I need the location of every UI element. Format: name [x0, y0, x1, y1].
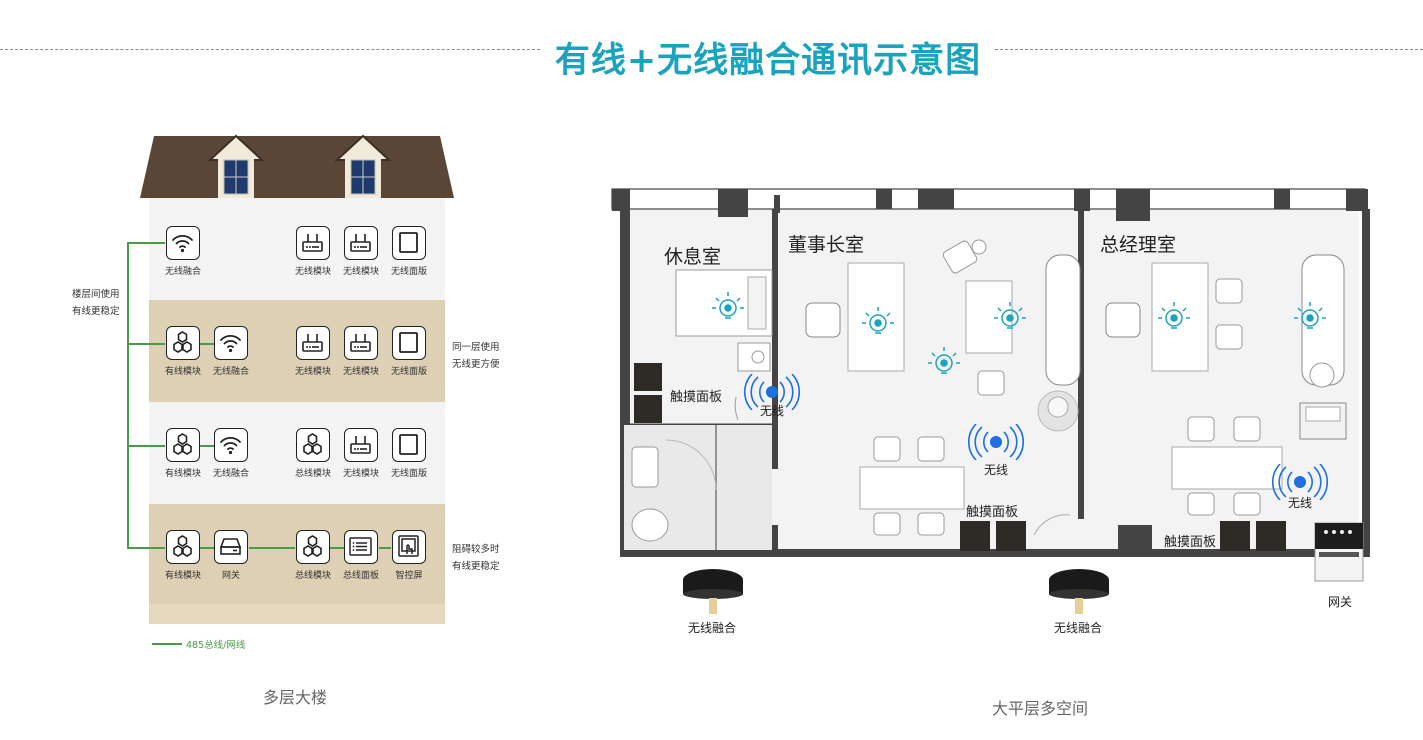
- tile-label: 无线面版: [390, 469, 427, 479]
- wireless-label-2: 无线: [984, 463, 1009, 477]
- legend-label: 485总线/网线: [186, 640, 246, 651]
- panel-tile: [392, 326, 426, 360]
- tile-label: 无线模块: [294, 267, 331, 277]
- bulb-icon: [1158, 302, 1190, 329]
- note-right-bottom-line1: 阻碍较多时: [452, 544, 500, 555]
- tile-label: 总线面板: [342, 571, 379, 581]
- bulb-icon: [994, 302, 1026, 329]
- tile-label: 网关: [221, 571, 240, 581]
- bus-link-f3: [200, 343, 214, 345]
- tile-label: 无线面版: [390, 367, 427, 377]
- note-left-line2: 有线更稳定: [72, 306, 120, 317]
- tile-label: 无线融合: [212, 469, 249, 479]
- legend-line: [152, 643, 182, 645]
- fusion-antenna-icon: [1049, 569, 1109, 614]
- bus-link-f1a: [200, 547, 214, 549]
- wireless-signal-icon: [967, 424, 1025, 460]
- tile-label: 有线模块: [164, 571, 201, 581]
- floor-plan: [611, 188, 1370, 557]
- bus-line-f4: [127, 242, 165, 244]
- room-label-rest: 休息室: [664, 246, 722, 268]
- wireless-label-3: 无线: [1288, 496, 1313, 510]
- header-divider-right: [995, 49, 1423, 50]
- note-left-line1: 楼层间使用: [72, 289, 120, 300]
- bus-link-f1c: [330, 547, 344, 549]
- tile-label: 无线模块: [342, 367, 379, 377]
- wireless-signal-icon: [743, 374, 801, 410]
- note-right-bottom-line2: 有线更稳定: [452, 561, 500, 572]
- bus-line-f3: [127, 343, 165, 345]
- wireless-label-1: 无线: [760, 404, 785, 418]
- note-left: 楼层间使用 有线更稳定: [72, 286, 120, 320]
- router-tile: [296, 326, 330, 360]
- touch-panel-label-2: 触摸面板: [966, 505, 1019, 520]
- note-right-top: 同一层使用 无线更方便: [452, 339, 500, 373]
- fusion-antenna-icon: [683, 569, 743, 614]
- bulb-icon: [712, 292, 744, 319]
- room-label-manager: 总经理室: [1100, 234, 1177, 256]
- tile-label: 无线模块: [342, 469, 379, 479]
- note-right-top-line2: 无线更方便: [452, 359, 500, 370]
- touch-panel-label-1: 触摸面板: [670, 390, 723, 405]
- bus-link-f2: [200, 445, 214, 447]
- bulb-icon: [862, 307, 894, 334]
- tile-label: 无线模块: [342, 267, 379, 277]
- gateway-label: 网关: [1327, 595, 1352, 609]
- building-caption: 多层大楼: [263, 688, 328, 707]
- tile-label: 无线融合: [212, 367, 249, 377]
- bus-line-vertical: [127, 242, 129, 549]
- panel-tile: [392, 226, 426, 260]
- bus-line-f2: [127, 445, 165, 447]
- tile-label: 有线模块: [164, 367, 201, 377]
- wifi-tile: [214, 326, 248, 360]
- bulb-icon: [1294, 302, 1326, 329]
- bus-panel-tile: [344, 530, 378, 564]
- tile-label: 总线模块: [294, 571, 331, 581]
- router-tile: [344, 326, 378, 360]
- tile-label: 总线模块: [294, 469, 331, 479]
- hex-module-tile: [166, 326, 200, 360]
- bus-line-f1: [127, 547, 165, 549]
- panel-tile: [392, 428, 426, 462]
- roof: [140, 134, 454, 198]
- tile-label: 有线模块: [164, 469, 201, 479]
- wifi-tile: [166, 226, 200, 260]
- bus-link-f1b: [249, 547, 295, 549]
- hex-module-tile: [166, 530, 200, 564]
- gateway-tile: [214, 530, 248, 564]
- page-title: 有线+无线融合通讯示意图: [554, 41, 982, 81]
- tile-label: 无线融合: [164, 267, 201, 277]
- router-tile: [344, 226, 378, 260]
- gateway-device-icon: [1314, 522, 1364, 582]
- fusion-label-2: 无线融合: [1053, 621, 1102, 635]
- tile-label: 智控屏: [395, 571, 423, 581]
- router-tile: [296, 226, 330, 260]
- tile-label: 无线模块: [294, 367, 331, 377]
- building-base: [149, 604, 445, 624]
- floorplan-caption: 大平层多空间: [992, 699, 1089, 718]
- wireless-signal-icon: [1271, 464, 1329, 500]
- note-right-bottom: 阻碍较多时 有线更稳定: [452, 541, 500, 575]
- router-tile: [344, 428, 378, 462]
- hex-module-tile: [166, 428, 200, 462]
- bus-link-f1d: [379, 547, 391, 549]
- fusion-label-1: 无线融合: [687, 621, 736, 635]
- room-label-chairman: 董事长室: [788, 234, 865, 256]
- touch-screen-tile: [392, 530, 426, 564]
- bulb-icon: [928, 347, 960, 374]
- note-right-top-line1: 同一层使用: [452, 342, 500, 353]
- hex-module-tile: [296, 428, 330, 462]
- header-divider-left: [0, 49, 540, 50]
- hex-module-tile: [296, 530, 330, 564]
- touch-panel-label-3: 触摸面板: [1164, 535, 1217, 550]
- wifi-tile: [214, 428, 248, 462]
- tile-label: 无线面版: [390, 267, 427, 277]
